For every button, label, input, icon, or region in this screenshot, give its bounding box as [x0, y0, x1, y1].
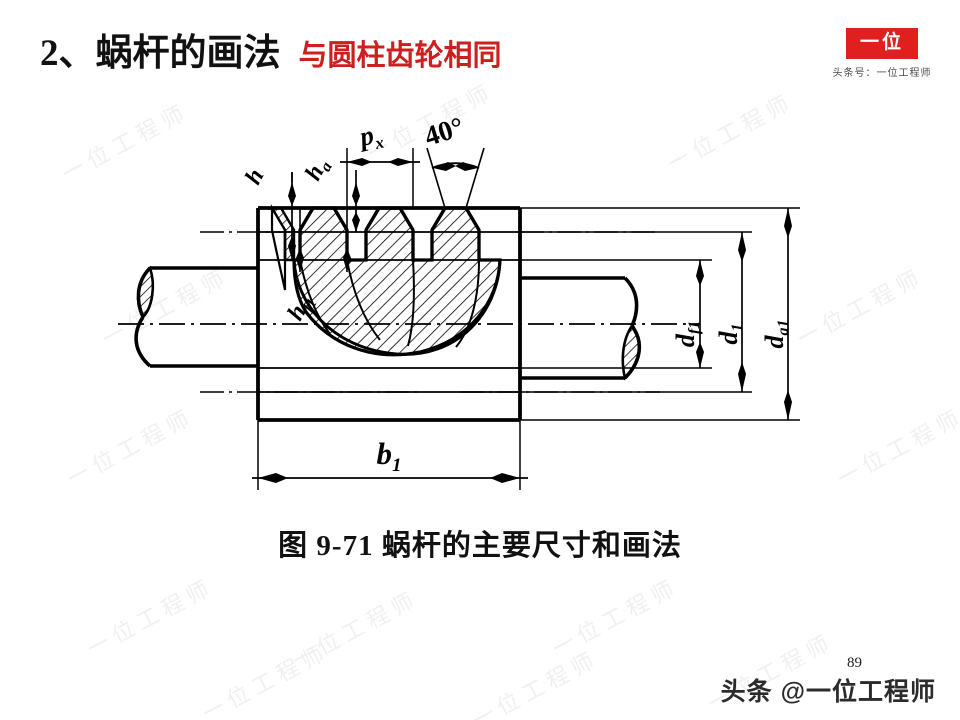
label-angle-40: 40°	[421, 112, 468, 153]
page-number: 89	[847, 655, 862, 671]
dimension-angle-40	[426, 147, 485, 209]
label-da1: da1	[760, 320, 792, 349]
figure-caption: 图 9-71 蜗杆的主要尺寸和画法	[278, 530, 682, 562]
label-px: px	[355, 118, 386, 156]
dimension-h	[288, 172, 296, 260]
right-shaft-stub	[520, 276, 642, 381]
label-df1: df1	[671, 321, 703, 347]
brand-logo-badge: 一位	[845, 28, 918, 59]
watermark-text: 一位工程师	[468, 645, 604, 720]
brand-caption: 头条号：一位工程师	[832, 67, 932, 79]
label-b1: b1	[377, 436, 402, 476]
label-h: h	[240, 165, 269, 189]
watermark-text: 一位工程师	[548, 573, 684, 662]
watermark-text: 一位工程师	[198, 638, 334, 720]
dimension-b1	[252, 420, 528, 490]
title-annotation: 与圆柱齿轮相同	[298, 40, 502, 72]
dimension-hf1	[296, 208, 351, 272]
footer-account-handle: 头条 @一位工程师	[720, 678, 936, 706]
diameter-extension-lines	[520, 207, 800, 421]
watermark-text: 一位工程师	[288, 585, 424, 674]
dimension-ha	[352, 170, 360, 232]
watermark-text: 一位工程师	[83, 573, 219, 662]
label-ha: ha	[300, 154, 336, 186]
page-title: 2、蜗杆的画法	[40, 33, 281, 74]
label-d1: d1	[714, 324, 746, 345]
dimension-da1	[784, 208, 792, 420]
worm-thread-section	[269, 203, 502, 357]
worm-shaft-technical-drawing: h ha px 40° hf1 df1	[118, 112, 800, 490]
slide-title-row: 2、蜗杆的画法 与圆柱齿轮相同	[40, 22, 502, 76]
left-shaft-stub	[134, 265, 258, 368]
dimension-d1	[738, 232, 746, 392]
dimension-px	[340, 148, 420, 208]
dimension-df1	[696, 260, 704, 368]
brand-block: 一位 头条号：一位工程师	[822, 28, 942, 79]
